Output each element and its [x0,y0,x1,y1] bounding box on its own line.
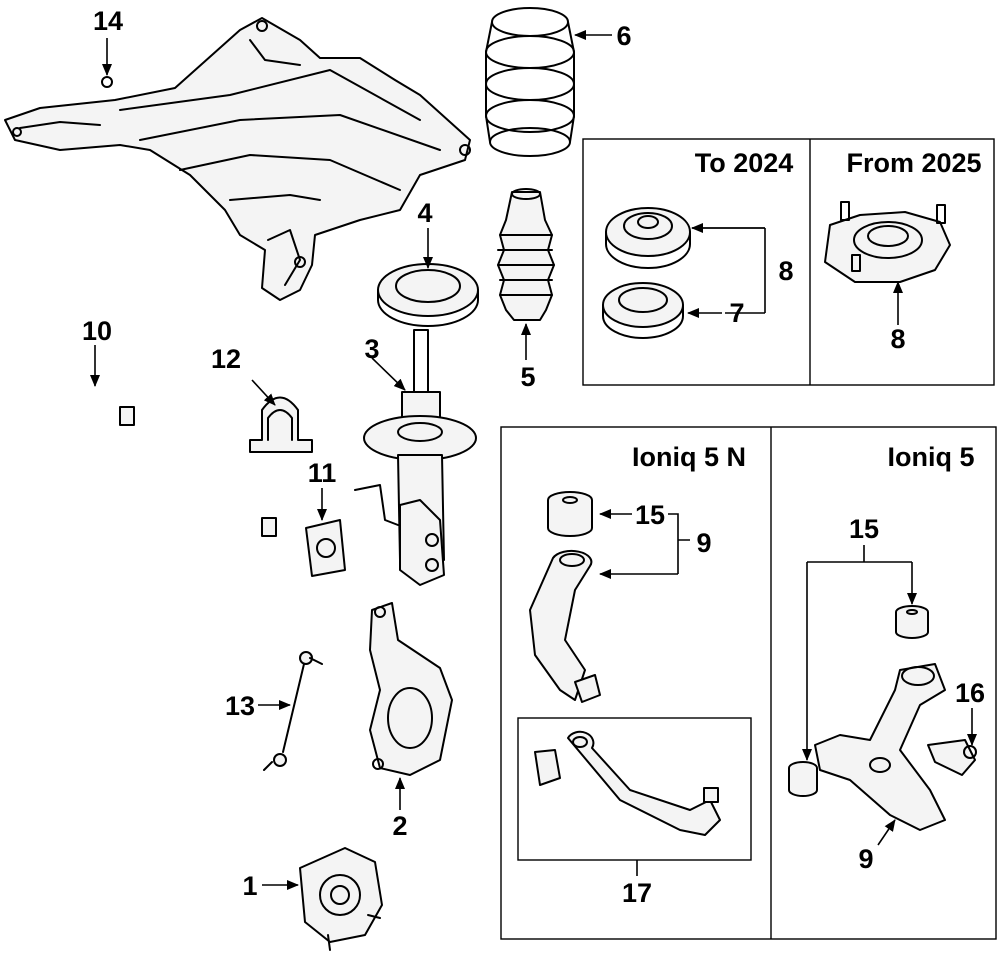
callout-17: 17 [622,878,652,908]
part-ioniq5n-upper-arm [529,550,601,703]
part-ioniq5-ball-joint [927,739,977,776]
callout-16: 16 [955,678,985,708]
strut-mount-variant-box [582,138,995,386]
part-coil-spring [485,7,575,157]
part-stabilizer-link [263,651,323,771]
callout-9-ioniq5: 9 [858,844,873,874]
callout-11: 11 [308,458,337,488]
ioniq5n-lower-arm-inner-box [517,717,752,861]
callout-7: 7 [729,298,744,328]
part-ioniq5-lower-arm [814,663,946,831]
part-stabilizer-bushing [305,519,346,577]
part-ioniq5n-lower-arm [534,730,721,836]
part-strut-mount-to-2024 [605,207,691,269]
callout-4: 4 [417,198,432,228]
part-ioniq5-front-bushing [788,761,818,797]
part-wheel-hub [299,847,383,951]
part-subframe [4,17,471,301]
lower-arm-variant-box [500,426,997,940]
part-strut-bearing [602,282,684,339]
callout-8-to-2024: 8 [778,256,793,286]
title-from-2025: From 2025 [846,148,981,178]
callout-13: 13 [225,691,255,721]
part-steering-knuckle [369,602,453,776]
part-strut-assembly [354,329,477,586]
callout-8-from-2025: 8 [890,324,905,354]
title-ioniq5n: Ioniq 5 N [632,442,746,472]
part-dust-boot [497,188,555,321]
title-to-2024: To 2024 [695,148,794,178]
callout-9-ioniq5n: 9 [696,528,711,558]
callout-15-ioniq5: 15 [849,514,879,544]
part-ioniq5n-bushing [547,491,593,537]
callout-14: 14 [93,6,123,36]
callout-2: 2 [392,811,407,841]
part-strut-mount-from-2025 [824,201,951,283]
part-ioniq5-rear-bushing [895,605,929,639]
callout-10: 10 [82,316,112,346]
part-spring-pad [377,263,479,327]
part-stabilizer-bracket [249,396,313,453]
part-stabilizer-bar [16,390,292,602]
leader-lines [90,30,977,890]
title-ioniq5: Ioniq 5 [888,442,975,472]
callout-3: 3 [364,334,379,364]
callout-15-ioniq5n: 15 [635,500,665,530]
callout-6: 6 [616,21,631,51]
callout-1: 1 [242,871,257,901]
callout-5: 5 [520,362,535,392]
callout-12: 12 [211,344,241,374]
